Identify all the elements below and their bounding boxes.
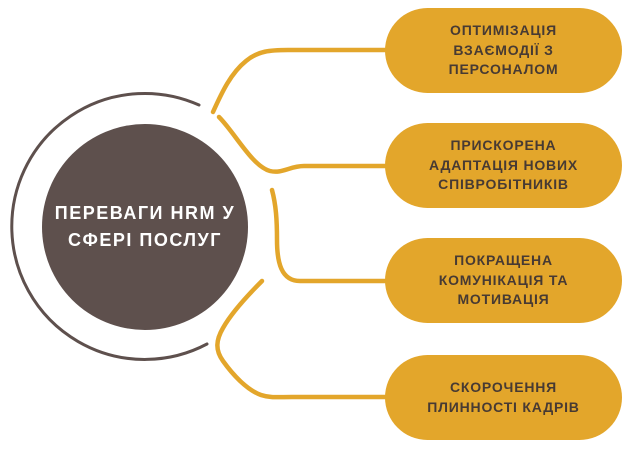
hub-title: ПЕРЕВАГИ HRM У СФЕРІ ПОСЛУГ [54, 203, 236, 250]
benefit-label-1: ОПТИМІЗАЦІЯ ВЗАЄМОДІЇ З ПЕРСОНАЛОМ [448, 22, 559, 78]
connector-line-1 [210, 47, 393, 115]
hub-circle: ПЕРЕВАГИ HRM У СФЕРІ ПОСЛУГ [42, 124, 248, 330]
benefit-label-3: ПОКРАЩЕНА КОМУНІКАЦІЯ ТА МОТИВАЦІЯ [438, 252, 569, 308]
connector-line-3 [269, 187, 393, 284]
benefit-pill-3: ПОКРАЩЕНА КОМУНІКАЦІЯ ТА МОТИВАЦІЯ [385, 238, 622, 323]
connector-line-4 [215, 278, 393, 400]
benefit-label-2: ПРИСКОРЕНА АДАПТАЦІЯ НОВИХ СПІВРОБІТНИКІ… [429, 137, 578, 193]
connector-line-2 [216, 114, 393, 174]
hub-ring-arc [10, 91, 209, 361]
benefit-label-4: СКОРОЧЕННЯ ПЛИННОСТІ КАДРІВ [427, 379, 580, 415]
benefit-pill-4: СКОРОЧЕННЯ ПЛИННОСТІ КАДРІВ [385, 355, 622, 440]
benefit-pill-2: ПРИСКОРЕНА АДАПТАЦІЯ НОВИХ СПІВРОБІТНИКІ… [385, 123, 622, 208]
benefit-pill-1: ОПТИМІЗАЦІЯ ВЗАЄМОДІЇ З ПЕРСОНАЛОМ [385, 8, 622, 93]
